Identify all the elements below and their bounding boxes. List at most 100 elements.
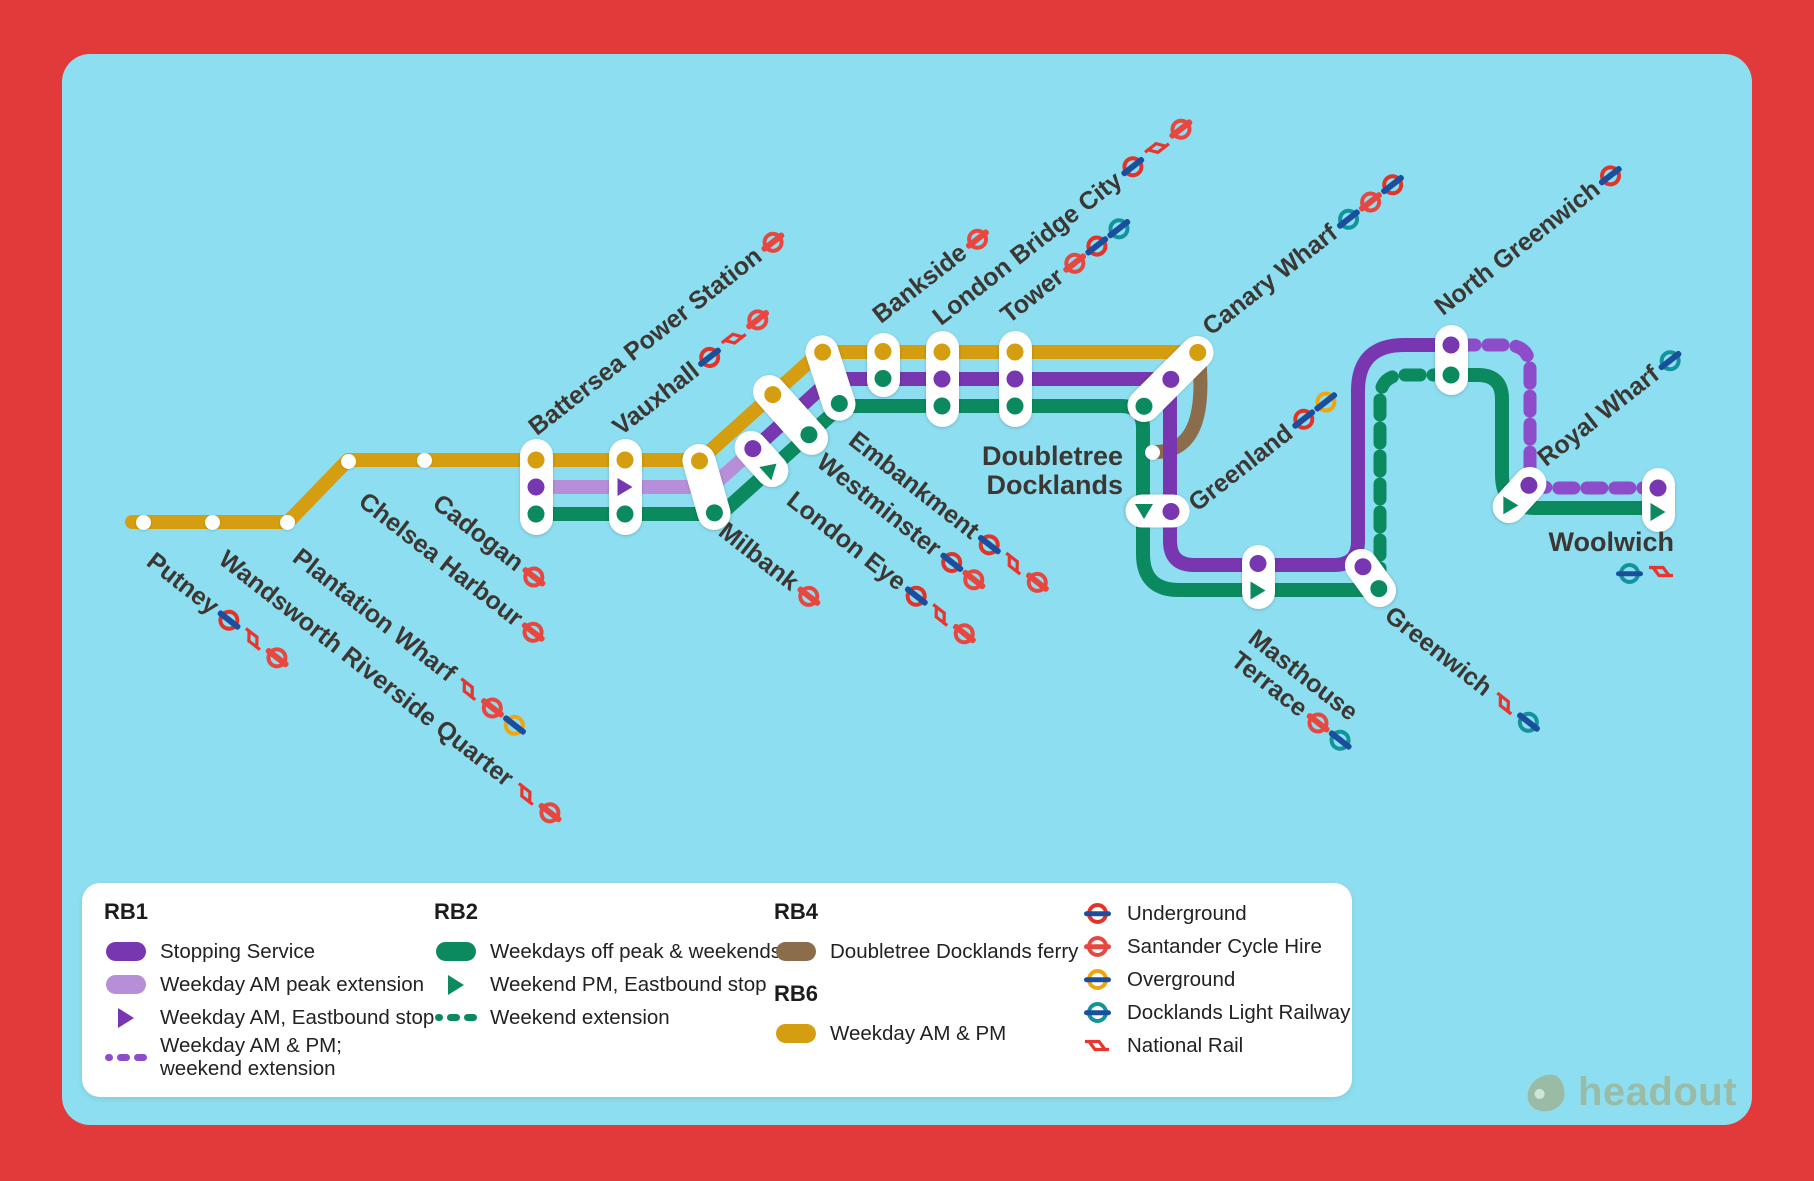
station-label-london-bridge-city: London Bridge City xyxy=(927,111,1197,331)
station-label-milbank: Milbank xyxy=(713,517,826,614)
underground-icon xyxy=(974,529,1005,560)
legend-mode-label: Underground xyxy=(1127,901,1247,925)
legend-swatch xyxy=(104,1053,148,1061)
eastbound-stop-swatch xyxy=(448,974,464,995)
legend-mode-item: Docklands Light Railway xyxy=(1079,996,1350,1029)
route-pill-swatch xyxy=(106,975,146,994)
station-label-vauxhall: Vauxhall xyxy=(607,302,774,441)
station-label-greenland: Greenland xyxy=(1183,384,1342,517)
legend-mode-swatch xyxy=(1079,936,1115,957)
station-marker-tower xyxy=(998,331,1032,427)
santander-icon xyxy=(1165,114,1196,144)
national-rail-icon xyxy=(1143,141,1170,154)
stop-dot xyxy=(527,505,545,523)
minor-stop-dot xyxy=(204,514,220,530)
station-name: Woolwich xyxy=(1548,527,1675,557)
santander-icon xyxy=(949,618,980,649)
stop-dot xyxy=(527,478,545,496)
national-rail-icon xyxy=(245,627,262,651)
underground-icon xyxy=(1086,903,1108,924)
legend-item: Doubletree Docklands ferry xyxy=(774,935,1078,968)
santander-icon xyxy=(535,797,565,828)
stop-dot xyxy=(933,343,951,361)
legend-swatch xyxy=(774,942,818,961)
station-name: North Greenwich xyxy=(1429,174,1606,321)
stop-tri xyxy=(1650,503,1666,521)
stop-dot xyxy=(1442,336,1460,354)
dash-segment xyxy=(447,1014,460,1021)
headout-logo-icon xyxy=(1527,1074,1565,1111)
national-rail-icon xyxy=(518,781,535,806)
station-marker-vauxhall xyxy=(608,439,642,535)
legend-mode-swatch xyxy=(1079,969,1115,990)
station-name: Doubletree xyxy=(981,441,1123,471)
legend-item-label: Weekday AM & PM xyxy=(830,1022,1007,1045)
legend-item: Weekday AM & PM xyxy=(774,1017,1006,1050)
underground-icon xyxy=(901,581,932,611)
legend-item: Weekday AM, Eastbound stop xyxy=(104,1001,434,1034)
legend-mode-item: Underground xyxy=(1079,897,1350,930)
legend-mode-item: National Rail xyxy=(1079,1029,1350,1062)
stop-dot xyxy=(1006,370,1024,388)
national-rail-icon xyxy=(1496,691,1513,715)
santander-icon xyxy=(757,227,788,257)
stop-dot xyxy=(1006,343,1024,361)
overground-icon xyxy=(499,709,530,740)
santander-icon xyxy=(262,642,293,673)
legend-swatch xyxy=(104,1007,148,1028)
station-label-plantation-wharf: Plantation Wharf xyxy=(287,543,531,742)
station-marker-london-bridge-city xyxy=(925,331,959,427)
stop-dot xyxy=(527,451,545,469)
station-name: Putney xyxy=(141,546,225,620)
stop-dot xyxy=(1006,343,1024,361)
stop-dot xyxy=(1006,397,1024,415)
stop-dot xyxy=(1442,366,1460,384)
legend-mode-label: Santander Cycle Hire xyxy=(1127,934,1322,958)
dashed-extension-swatch xyxy=(435,1014,477,1021)
route-pill-swatch xyxy=(776,1024,816,1043)
station-marker-north-greenwich xyxy=(1434,325,1468,395)
legend-item-label: Stopping Service xyxy=(160,940,315,963)
legend-route-code: RB4 xyxy=(774,899,819,924)
legend-item-label: Weekend PM, Eastbound stop xyxy=(490,973,767,996)
stop-dot xyxy=(616,505,634,523)
station-name: Canary Wharf xyxy=(1197,218,1343,341)
stop-dot xyxy=(874,370,892,387)
legend-mode-swatch xyxy=(1079,1002,1115,1023)
santander-icon xyxy=(962,224,993,254)
station-label-canary-wharf: Canary Wharf xyxy=(1197,167,1409,341)
stop-dot xyxy=(616,451,634,469)
dash-segment xyxy=(117,1053,130,1061)
legend-mode-item: Santander Cycle Hire xyxy=(1079,930,1350,963)
station-name: Docklands xyxy=(986,470,1123,500)
dash-segment xyxy=(134,1053,147,1061)
station-name: Milbank xyxy=(713,516,805,596)
minor-stop-dot xyxy=(1144,444,1160,460)
legend-route-code: RB1 xyxy=(104,899,149,924)
legend-mode-swatch xyxy=(1079,903,1115,924)
stop-dot xyxy=(1249,555,1267,572)
minor-stop-dot xyxy=(279,514,295,530)
legend-route-code: RB6 xyxy=(774,981,819,1006)
legend-mode-swatch xyxy=(1079,1037,1115,1054)
dlr-icon xyxy=(1619,563,1640,584)
station-label-wandsworth-riverside-quarter: Wandsworth Riverside Quarter xyxy=(213,545,567,830)
station-name: Royal Wharf xyxy=(1532,359,1665,472)
dlr-icon xyxy=(1086,1002,1108,1023)
legend-item-label: Weekday AM, Eastbound stop xyxy=(160,1006,435,1029)
station-label-embankment: Embankment xyxy=(843,426,1054,600)
legend-swatch xyxy=(434,942,478,961)
national-rail-icon xyxy=(1085,1039,1109,1052)
station-marker-bankside xyxy=(866,333,900,397)
legend-swatch xyxy=(104,942,148,961)
national-rail-icon xyxy=(1649,565,1673,578)
legend-mode-label: Docklands Light Railway xyxy=(1127,1000,1351,1024)
legend-mode-label: National Rail xyxy=(1127,1033,1244,1057)
stop-dot xyxy=(933,343,951,361)
station-name: Greenwich xyxy=(1379,600,1498,702)
